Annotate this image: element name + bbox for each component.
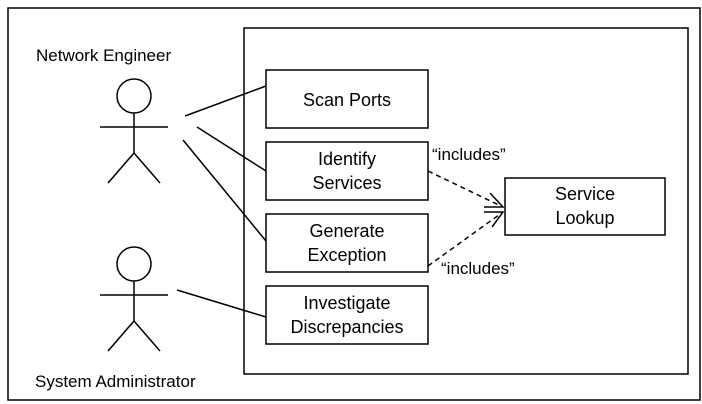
use-case-investigate-discrepancies: Investigate Discrepancies xyxy=(265,285,429,345)
actor-label-network-engineer: Network Engineer xyxy=(36,46,171,65)
use-case-box-investigate-discrepancies xyxy=(265,285,429,345)
include-label-top: “includes” xyxy=(432,145,506,164)
use-case-box-generate-exception xyxy=(265,213,429,273)
use-case-label-lookup: Lookup xyxy=(555,208,614,228)
use-case-label-services: Services xyxy=(312,173,381,193)
association-engineer-scan-ports xyxy=(184,85,267,117)
actor-system-administrator: System Administrator xyxy=(35,246,196,391)
actor-network-engineer: Network Engineer xyxy=(36,46,171,184)
outer-frame xyxy=(7,7,701,401)
use-case-scan-ports: Scan Ports xyxy=(265,69,429,129)
include-identify-to-lookup xyxy=(427,170,504,208)
use-case-box-service-lookup xyxy=(504,177,666,236)
actor-head-system-administrator xyxy=(116,246,152,282)
use-case-label-service: Service xyxy=(555,184,615,204)
association-engineer-identify-services xyxy=(196,126,267,172)
actor-left-leg-system-administrator xyxy=(107,320,135,352)
use-case-generate-exception: Generate Exception xyxy=(265,213,429,273)
use-case-label-generate: Generate xyxy=(309,221,384,241)
use-case-box-identify-services xyxy=(265,141,429,201)
use-case-box-scan-ports xyxy=(265,69,429,129)
include-arrowhead-identify xyxy=(484,192,505,208)
association-engineer-generate-exception xyxy=(182,139,267,242)
use-case-label-discrepancies: Discrepancies xyxy=(290,317,403,337)
use-case-service-lookup: Service Lookup xyxy=(504,177,666,236)
actor-label-system-administrator: System Administrator xyxy=(35,372,196,391)
actor-right-leg-system-administrator xyxy=(133,320,161,352)
use-case-label-identify: Identify xyxy=(318,149,376,169)
association-admin-investigate-discrepancies xyxy=(176,289,267,318)
use-case-label-scan-ports: Scan Ports xyxy=(303,90,391,110)
include-generate-to-lookup xyxy=(427,211,504,267)
use-case-label-investigate: Investigate xyxy=(303,293,390,313)
use-case-identify-services: Identify Services xyxy=(265,141,429,201)
use-case-label-exception: Exception xyxy=(307,245,386,265)
include-label-bottom: “includes” xyxy=(441,259,515,278)
actor-right-leg-network-engineer xyxy=(133,152,161,184)
include-arrowhead-generate xyxy=(484,211,505,228)
actor-head-network-engineer xyxy=(116,78,152,114)
system-boundary xyxy=(243,27,689,375)
actor-left-leg-network-engineer xyxy=(107,152,135,184)
